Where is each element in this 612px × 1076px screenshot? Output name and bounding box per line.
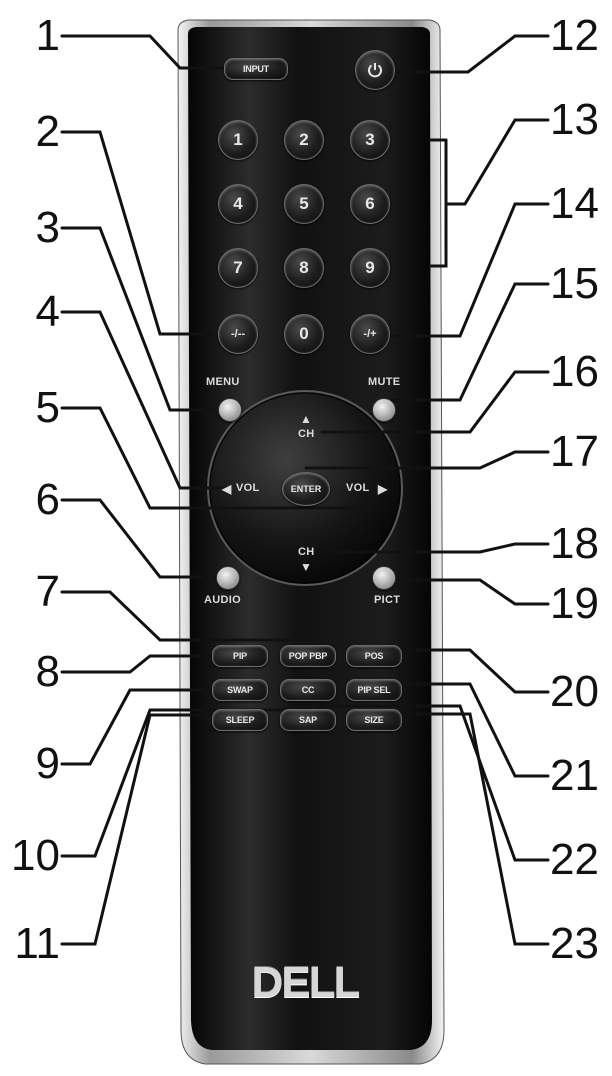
ch-up-label: CH	[298, 428, 315, 440]
mute-button[interactable]	[372, 398, 396, 422]
digit-2-button[interactable]: 2	[284, 120, 324, 160]
callout-10: 10	[0, 834, 60, 878]
pict-button[interactable]	[372, 566, 396, 590]
input-button[interactable]: INPUT	[224, 58, 288, 80]
dell-logo: DELL	[246, 962, 364, 1004]
enter-button[interactable]: ENTER	[282, 472, 330, 506]
callout-19: 19	[550, 582, 612, 626]
callout-7: 7	[0, 570, 60, 614]
digit-0-button[interactable]: 0	[284, 314, 324, 354]
callout-14: 14	[550, 182, 612, 226]
swap-button[interactable]: SWAP	[212, 679, 268, 701]
pict-label: PICT	[374, 594, 400, 606]
ch-up-arrow-icon[interactable]: ▲	[300, 412, 312, 426]
callout-17: 17	[550, 430, 612, 474]
pos-button[interactable]: POS	[346, 645, 402, 667]
callout-12: 12	[550, 14, 612, 58]
mute-label: MUTE	[368, 376, 400, 388]
pip-button[interactable]: PIP	[212, 645, 268, 667]
callout-6: 6	[0, 478, 60, 522]
vol-up-label: VOL	[346, 482, 370, 494]
sap-button[interactable]: SAP	[280, 709, 336, 731]
dash-button[interactable]: -/--	[218, 314, 258, 354]
callout-1: 1	[0, 14, 60, 58]
sleep-button[interactable]: SLEEP	[212, 709, 268, 731]
digit-6-button[interactable]: 6	[350, 184, 390, 224]
callout-21: 21	[550, 754, 612, 798]
audio-button[interactable]	[216, 566, 240, 590]
pop-pbp-button[interactable]: POP PBP	[280, 645, 336, 667]
callout-9: 9	[0, 742, 60, 786]
cc-button[interactable]: CC	[280, 679, 336, 701]
callout-5: 5	[0, 386, 60, 430]
callout-18: 18	[550, 522, 612, 566]
digit-4-button[interactable]: 4	[218, 184, 258, 224]
menu-button[interactable]	[218, 398, 242, 422]
size-button[interactable]: SIZE	[346, 709, 402, 731]
vol-up-arrow-icon[interactable]: ▶	[378, 482, 388, 496]
digit-1-button[interactable]: 1	[218, 120, 258, 160]
audio-label: AUDIO	[204, 594, 241, 606]
ch-down-label: CH	[298, 546, 315, 558]
callout-16: 16	[550, 350, 612, 394]
digit-9-button[interactable]: 9	[350, 248, 390, 288]
recall-button[interactable]: -/+	[350, 314, 390, 354]
digit-3-button[interactable]: 3	[350, 120, 390, 160]
vol-down-label: VOL	[236, 482, 260, 494]
pip-sel-button[interactable]: PIP SEL	[346, 679, 402, 701]
callout-20: 20	[550, 670, 612, 714]
power-icon	[366, 61, 384, 79]
menu-label: MENU	[206, 376, 240, 388]
callout-13: 13	[550, 98, 612, 142]
callout-22: 22	[550, 838, 612, 882]
callout-11: 11	[0, 922, 60, 966]
digit-5-button[interactable]: 5	[284, 184, 324, 224]
digit-7-button[interactable]: 7	[218, 248, 258, 288]
ch-down-arrow-icon[interactable]: ▼	[300, 560, 312, 574]
vol-down-arrow-icon[interactable]: ◀	[222, 482, 232, 496]
callout-2: 2	[0, 110, 60, 154]
power-button[interactable]	[355, 50, 395, 90]
digit-8-button[interactable]: 8	[284, 248, 324, 288]
callout-3: 3	[0, 206, 60, 250]
callout-4: 4	[0, 290, 60, 334]
callout-15: 15	[550, 262, 612, 306]
callout-8: 8	[0, 650, 60, 694]
callout-23: 23	[550, 922, 612, 966]
